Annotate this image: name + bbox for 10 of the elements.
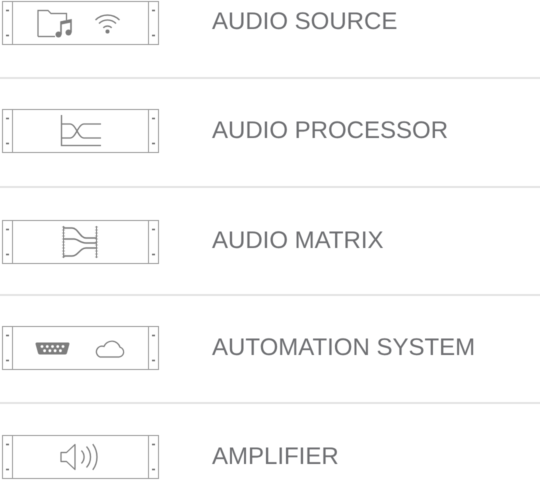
rack-unit-drawing (2, 326, 159, 370)
rack-unit-drawing (2, 220, 159, 264)
device-label: AUDIO MATRIX (212, 227, 384, 255)
rack-unit-drawing (2, 1, 159, 45)
rack-unit-drawing (2, 109, 159, 153)
device-label: AMPLIFIER (212, 443, 339, 471)
device-label: AUDIO SOURCE (212, 8, 398, 36)
device-label: AUDIO PROCESSOR (212, 117, 448, 145)
rack-unit-drawing (2, 435, 159, 479)
device-label: AUTOMATION SYSTEM (212, 334, 476, 362)
